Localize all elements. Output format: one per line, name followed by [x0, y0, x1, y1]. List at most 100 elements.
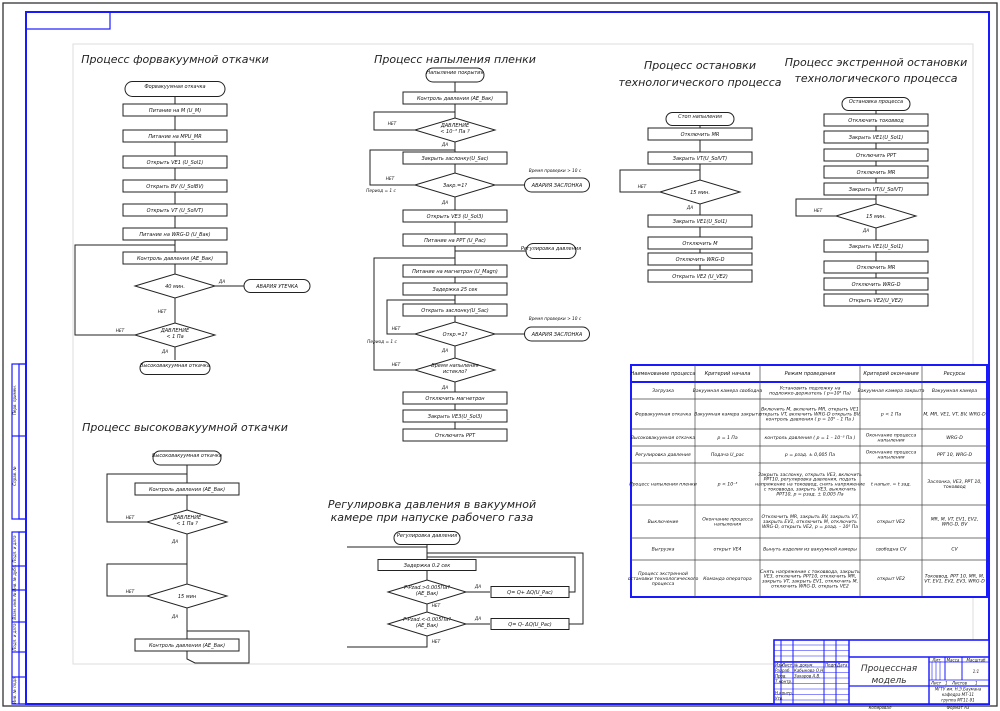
- no-label: НЕТ: [432, 603, 441, 609]
- process-step-label: Питание на PPT (U_Рас): [424, 238, 486, 244]
- process-step-label: Закрыть VT(U_SolVT): [849, 187, 904, 193]
- process-step-label: Закрыть VE1(U_Sol1): [673, 219, 728, 225]
- process-step: [823, 165, 929, 179]
- process-step-label: Закрыть VE3(U_Sol3): [428, 414, 483, 420]
- process-step-label: Контроль давления (АЕ_Вак): [137, 256, 213, 262]
- no-label: НЕТ: [432, 639, 441, 645]
- table-cell: Вакуумная камера: [932, 388, 977, 394]
- process-step: [402, 282, 508, 296]
- col-label: Масса: [947, 658, 960, 663]
- flowchart-title: Процесс экстренной остановки: [785, 56, 968, 69]
- process-step: [122, 203, 228, 217]
- process-step: [402, 151, 508, 165]
- table-cell: Заслонка, VE3, PPT 10,токоввод: [927, 479, 982, 490]
- yes-label: ДА: [171, 614, 178, 620]
- table-cell: Выключение: [648, 519, 679, 525]
- process-step-label: Отключить MR: [857, 265, 896, 271]
- regulation-terminator: [525, 243, 577, 259]
- row-label: Изм.: [775, 663, 784, 668]
- table-cell: Вынуть изделия из вакуумной камеры: [763, 547, 857, 553]
- flowchart-title: Процесс остановки: [644, 59, 756, 72]
- table-cell: контроль давления ( p = 1 – 10⁻³ Па ): [765, 435, 856, 441]
- start-terminator-label: Высоковакуумная откачка: [152, 453, 222, 459]
- yes-label: ДА: [161, 349, 168, 355]
- no-label: НЕТ: [814, 208, 823, 214]
- table-cell: p < 1 Па: [880, 412, 902, 418]
- check-time-label: Время проверки > 10 с: [529, 168, 582, 174]
- process-step-label: Открыть VE3 (U_Sol3): [427, 214, 484, 220]
- flowchart-forvacuum: Процесс форвакуумной откачкиФорвакуумная…: [74, 53, 311, 375]
- process-step-label: Задержка 25 сек: [433, 287, 478, 293]
- flowchart-title: Регулировка давления в вакуумной: [328, 498, 536, 511]
- decision-time-label: Время напыления: [431, 363, 478, 369]
- developer-name: Кабыкова О.Н.: [794, 668, 825, 673]
- yes-label: ДА: [441, 200, 448, 206]
- alarm-terminator-label: АВАРИЯ УТЕЧКА: [255, 284, 298, 290]
- flowchart-title: Процесс форвакуумной откачки: [81, 53, 269, 66]
- process-step-label: Отключить WRG-D: [852, 282, 901, 288]
- process-step: [823, 113, 929, 127]
- process-step: [377, 559, 477, 571]
- role-label: Т.контр.: [775, 679, 792, 684]
- copied-label: Копировал: [869, 705, 892, 710]
- process-step: [122, 179, 228, 193]
- process-step: [823, 130, 929, 144]
- start-terminator-label: Напыление покрытия: [426, 70, 483, 76]
- yes-label: ДА: [474, 616, 481, 622]
- no-label: НЕТ: [388, 121, 397, 127]
- process-step: [122, 103, 228, 117]
- table-header: Критерий окончания: [863, 371, 918, 377]
- process-step-label: Питание на М (U_М): [149, 108, 201, 114]
- process-step-label: Открыть BV (U_SolBV): [146, 184, 203, 190]
- col-label: Масштаб: [966, 658, 986, 663]
- no-label: НЕТ: [126, 515, 135, 521]
- start-terminator-label: Форвакуумная откачка: [144, 84, 205, 90]
- process-step-label: Питание на WRG-D (U_Вак): [139, 232, 210, 238]
- flowchart-title: Процесс напыления пленки: [374, 53, 536, 66]
- side-stamp-label: Подп. и дата: [12, 535, 17, 563]
- alarm-terminator: [243, 279, 311, 293]
- side-stamp-cell: [18, 531, 27, 705]
- process-step-label: Закрыть VE1(U_Sol1): [849, 135, 904, 141]
- start-terminator-label: Стоп напыления: [678, 114, 722, 120]
- format-label: Формат A3: [947, 705, 970, 710]
- table-cell: открыт VE4: [714, 547, 742, 553]
- drawing-frame: [25, 11, 990, 705]
- process-step: [823, 182, 929, 196]
- process-step: [647, 127, 753, 141]
- flowchart-title: технологического процесса: [619, 76, 782, 89]
- checker-name: Захаров А.В.: [794, 674, 820, 679]
- flowchart-title: камере при напуске рабочего газа: [331, 511, 534, 524]
- table-header: Режим проведения: [785, 371, 836, 377]
- organization: МГТУ им. Н.Э.Баумана: [935, 687, 982, 692]
- yes-label: ДА: [474, 584, 481, 590]
- scale-value: 1:1: [973, 669, 979, 674]
- table-cell: Высоковакуумная откачка: [631, 435, 696, 441]
- process-step: [122, 129, 228, 143]
- process-step: [402, 409, 508, 423]
- decision-time: [834, 203, 918, 229]
- process-step: [647, 269, 753, 283]
- alarm-terminator: [524, 177, 590, 193]
- loop-back: [106, 473, 187, 523]
- start-terminator-label: Регулировка давления: [397, 533, 457, 539]
- process-step: [402, 209, 508, 223]
- process-step-label: Отключить MR: [857, 170, 896, 176]
- process-step-label: Открыть VE1 (U_Sol1): [147, 160, 204, 166]
- loop-back: [74, 244, 175, 336]
- role-label: Утв.: [775, 696, 783, 701]
- process-step-label: Контроль давления (АЕ_Вак): [149, 643, 225, 649]
- col-label: Лит.: [931, 658, 941, 663]
- table-cell: Отключить MR, закрыть BV, закрыть VT,зак…: [762, 514, 859, 530]
- yes-label: ДА: [441, 348, 448, 354]
- exit-line: [347, 636, 428, 648]
- side-stamp-label: Перв. примен.: [12, 385, 17, 415]
